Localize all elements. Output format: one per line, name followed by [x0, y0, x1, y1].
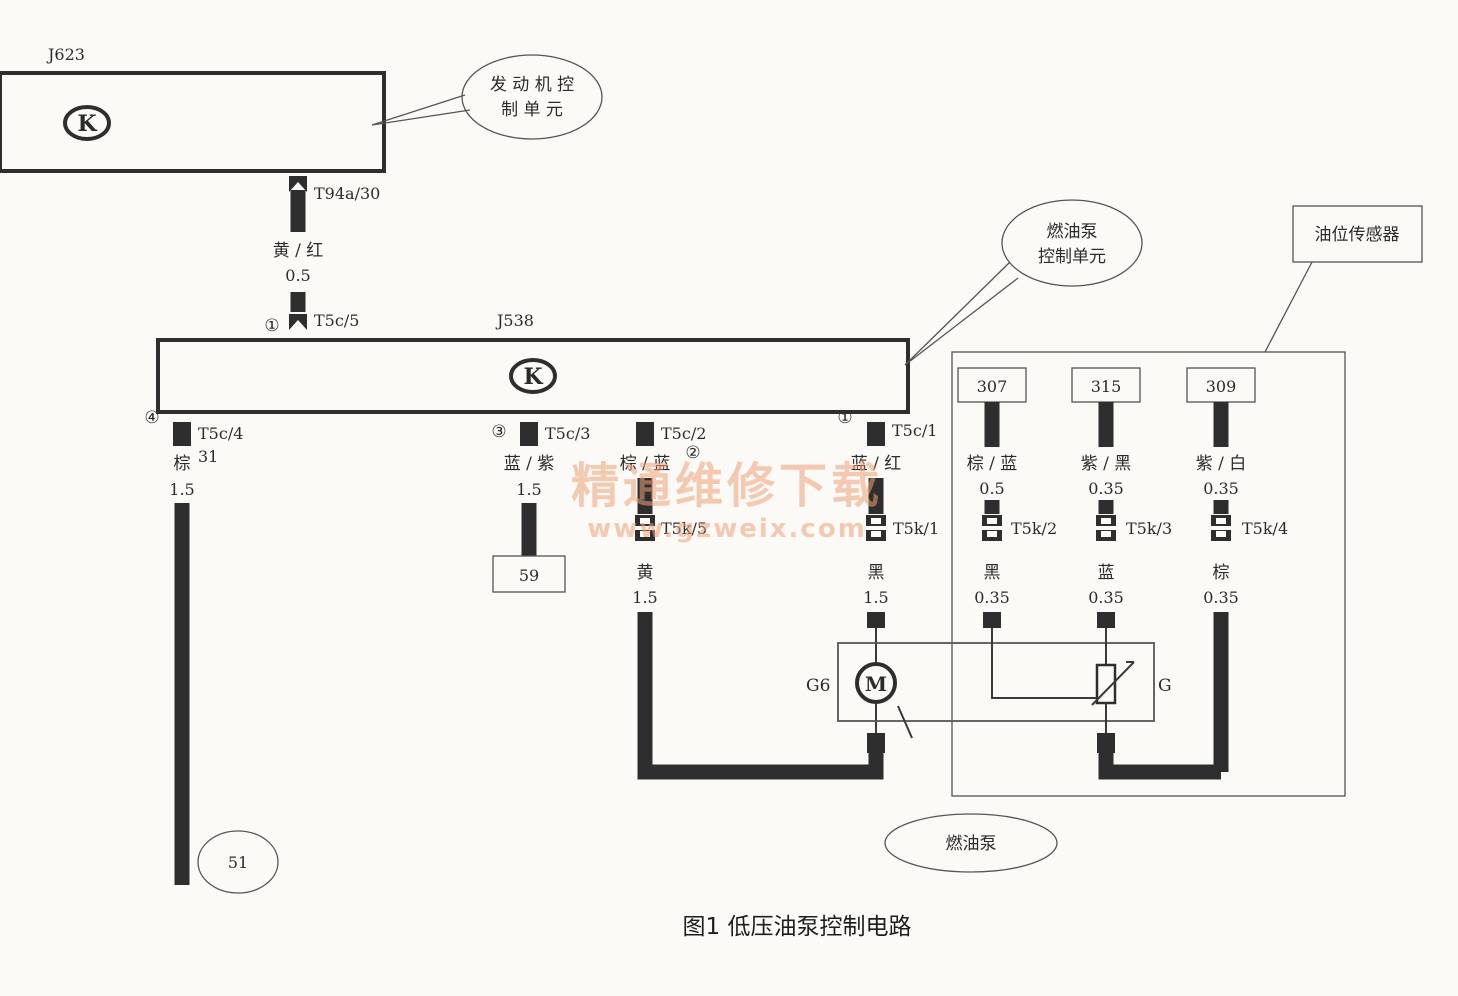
svg-text:M: M	[865, 672, 887, 696]
wire-color-brown-blue: 棕 / 蓝	[620, 454, 671, 474]
wire-color-brown-sensor: 棕	[1213, 563, 1230, 583]
terminal-315: 315	[1091, 377, 1122, 396]
watermark-line1: 精通维修下载	[571, 458, 883, 514]
wire-color-yellow-red: 黄 / 红	[273, 241, 324, 261]
wire-color-black-sensor: 黑	[984, 563, 1001, 583]
connector-t5c-5-top	[289, 314, 307, 330]
pump-ecu-label-line2: 控制单元	[1038, 247, 1106, 267]
pump-ecu-id: J538	[495, 311, 534, 330]
pump-ecu-box	[156, 338, 910, 414]
ecu-id: J623	[46, 45, 85, 64]
ecu-callout-bubble	[461, 54, 603, 140]
label-t5c-2: T5c/2	[661, 424, 706, 443]
fuel-pump-assembly-outline	[951, 351, 1346, 797]
pin-4: ④	[144, 408, 159, 428]
watermark-line2: www.gzweix.com	[587, 514, 867, 544]
fuel-sensor-label: 油位传感器	[1315, 225, 1400, 245]
wire-color-315: 紫 / 黑	[1081, 454, 1132, 474]
fuel-pump-label: 燃油泵	[946, 834, 997, 854]
svg-text:K: K	[523, 364, 543, 390]
fuel-pump-label-bubble	[884, 813, 1058, 873]
label-t5k-5: T5k/5	[661, 519, 707, 538]
ecu-module-icon: K	[63, 105, 111, 141]
wire-size-307: 0.5	[979, 479, 1004, 498]
ecu-label-line2: 制 单 元	[501, 100, 563, 120]
wire-color-blue-violet: 蓝 / 紫	[504, 454, 555, 474]
wire-size-brown-sensor: 0.35	[1203, 588, 1239, 607]
label-t5c-3: T5c/3	[545, 424, 590, 443]
terminal-59: 59	[519, 566, 539, 585]
wire-color-307: 棕 / 蓝	[967, 454, 1018, 474]
connector-t5k-1	[866, 515, 886, 541]
sensor-wiper-line	[991, 628, 1106, 699]
terminal-59-box	[492, 555, 566, 593]
wire-extra-31: 31	[198, 447, 218, 466]
wire-size-309: 0.35	[1203, 479, 1239, 498]
connector-t5k-3	[1096, 515, 1116, 541]
pump-ecu-module-icon: K	[509, 358, 557, 394]
connector-t5c-1	[867, 422, 885, 446]
wire-color-yellow: 黄	[637, 563, 654, 583]
wire-color-blue-red: 蓝 / 红	[851, 454, 902, 474]
wire-size-315: 0.35	[1088, 479, 1124, 498]
label-t94a-30: T94a/30	[314, 184, 380, 203]
terminal-309: 309	[1206, 377, 1237, 396]
wire-size-black-sensor: 0.35	[974, 588, 1010, 607]
label-t5k-4: T5k/4	[1242, 519, 1288, 538]
pump-ecu-callout-line	[904, 261, 1011, 366]
label-t5k-2: T5k/2	[1011, 519, 1057, 538]
motor-id: G6	[806, 676, 830, 696]
pin-2: ②	[685, 443, 700, 463]
pin-1-top: ①	[264, 316, 279, 336]
wire-sensor-ground	[1098, 753, 1221, 780]
motor-icon: M	[855, 662, 897, 704]
connector-t5k-4	[1211, 515, 1231, 541]
ecu-label-line1: 发 动 机 控	[490, 75, 574, 95]
terminal-51: 51	[228, 853, 248, 872]
ecu-box	[0, 71, 386, 173]
connector-t5c-3	[520, 422, 538, 446]
label-t5c-4: T5c/4	[198, 424, 243, 443]
wire-color-309: 紫 / 白	[1196, 454, 1247, 474]
pin-1-bottom: ①	[837, 408, 852, 428]
terminal-307: 307	[977, 377, 1008, 396]
ecu-callout-line	[371, 94, 466, 126]
wire-size-brown: 1.5	[169, 480, 194, 499]
fuel-pump-inner-box	[837, 642, 1155, 722]
wire-color-black-motor: 黑	[868, 563, 885, 583]
connector-t94a-30	[289, 176, 307, 192]
wire-size-black-motor: 1.5	[863, 588, 888, 607]
connector-t5k-2	[982, 515, 1002, 541]
svg-text:K: K	[77, 111, 97, 137]
wire-color-blue-sensor: 蓝	[1098, 563, 1115, 583]
pump-ecu-callout-bubble	[1001, 199, 1143, 287]
label-t5c-1: T5c/1	[892, 421, 937, 440]
connector-t5c-4	[173, 422, 191, 446]
wire-size-blue-violet: 1.5	[516, 480, 541, 499]
pin-3: ③	[491, 422, 506, 442]
connector-motor-top	[867, 612, 885, 628]
wire-yellow-return	[637, 612, 884, 780]
connector-t5c-2	[636, 422, 654, 446]
figure-caption: 图1 低压油泵控制电路	[683, 914, 912, 940]
wire-color-brown: 棕	[174, 454, 191, 474]
pump-ecu-label-line1: 燃油泵	[1047, 222, 1098, 242]
terminal-51-bubble	[197, 830, 279, 894]
connector-motor-bottom	[867, 733, 885, 753]
fuel-sensor-label-box	[1292, 205, 1423, 263]
wire-size-yellow-red: 0.5	[285, 266, 310, 285]
label-t5c-5: T5c/5	[314, 311, 359, 330]
sensor-id: G	[1158, 676, 1172, 696]
wire-size-yellow: 1.5	[632, 588, 657, 607]
label-t5k-3: T5k/3	[1126, 519, 1172, 538]
wire-size-blue-sensor: 0.35	[1088, 588, 1124, 607]
label-t5k-1: T5k/1	[893, 519, 939, 538]
